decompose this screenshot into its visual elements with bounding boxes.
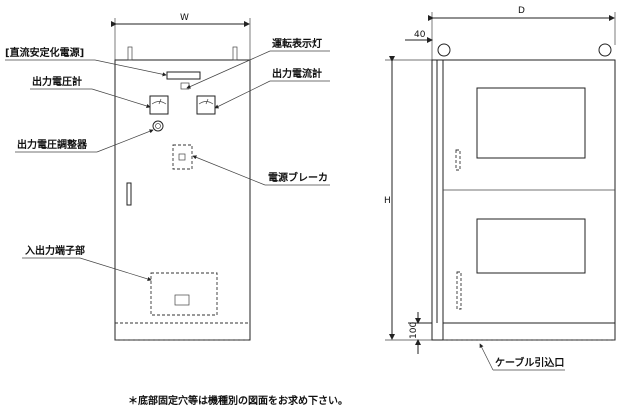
offset-dim-label: 40 xyxy=(414,30,426,40)
depth-dim-label: D xyxy=(518,6,525,16)
voltage-adjuster-label: 出力電圧調整器 xyxy=(17,138,88,151)
lifting-eye xyxy=(437,43,451,57)
dc-power-label: [直流安定化電源] xyxy=(5,46,84,59)
lower-vent-panel xyxy=(476,218,586,274)
terminal-area xyxy=(150,272,218,316)
ammeter-label: 出力電流計 xyxy=(272,67,322,80)
height-dim-label: H xyxy=(384,196,391,206)
side-view: D 40 H 100 ケーブル引込口 xyxy=(384,6,616,371)
side-cabinet-outline xyxy=(431,59,616,341)
ammeter-icon xyxy=(196,95,216,115)
voltmeter-label: 出力電圧計 xyxy=(32,75,82,88)
breaker-outline xyxy=(172,144,193,170)
note-text: ＊底部固定穴等は機種別の図面をお求め下さい。 xyxy=(128,394,348,407)
breaker-label: 電源ブレーカ xyxy=(268,171,328,184)
dc-power-nameplate xyxy=(166,71,201,80)
lifting-eye xyxy=(232,46,238,61)
run-lamp xyxy=(180,82,190,90)
upper-vent-panel xyxy=(476,87,586,159)
run-lamp-label: 運転表示灯 xyxy=(272,37,322,50)
terminal-label: 入出力端子部 xyxy=(25,244,85,257)
voltage-adjuster-knob xyxy=(152,120,164,132)
front-cabinet-outline xyxy=(114,59,251,341)
lifting-eye xyxy=(598,43,612,57)
terminal-plate xyxy=(174,294,190,306)
front-view: W [直流安定化電源] 運転表示灯 出力電圧計 出力電流計 出力電圧調整器 電源… xyxy=(5,13,330,341)
voltmeter-icon xyxy=(149,95,169,115)
lifting-eye xyxy=(127,46,133,61)
width-dim-label: W xyxy=(180,13,189,23)
door-handle xyxy=(126,182,132,206)
cable-entry-label: ケーブル引込口 xyxy=(495,356,564,369)
base-dim-label: 100 xyxy=(409,322,419,339)
